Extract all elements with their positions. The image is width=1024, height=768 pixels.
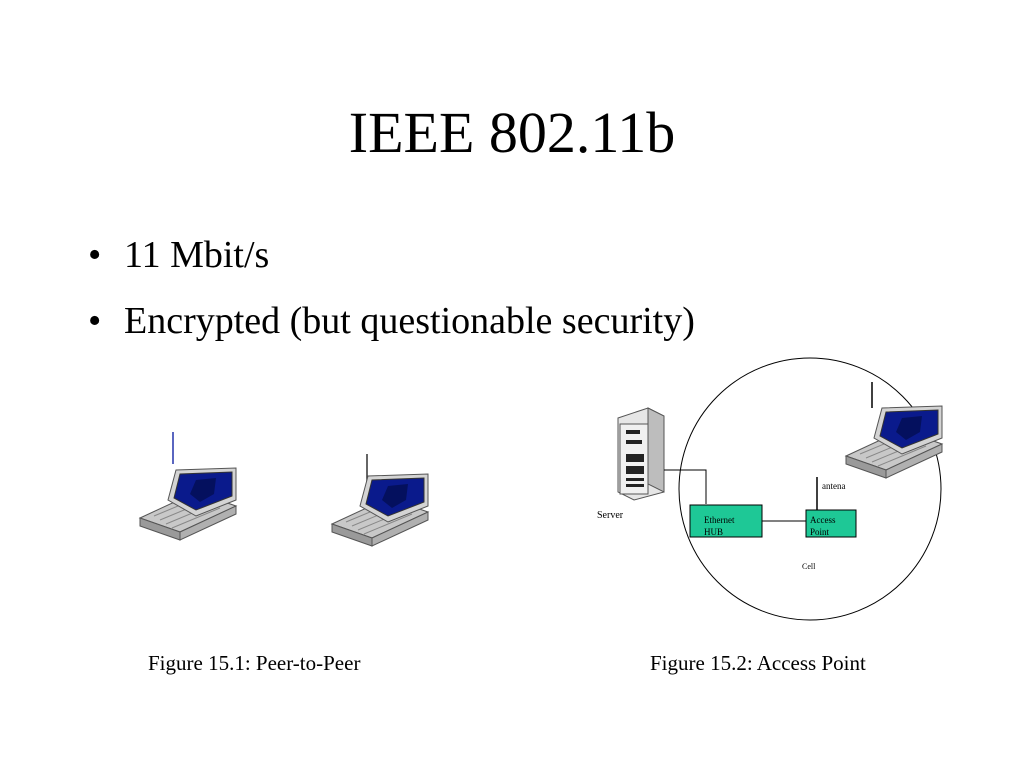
wireless-laptop bbox=[845, 382, 943, 479]
bullet-item: • 11 Mbit/s bbox=[88, 232, 695, 278]
bullet-dot: • bbox=[88, 234, 102, 276]
bullet-item: • Encrypted (but questionable security) bbox=[88, 298, 695, 344]
access-point bbox=[805, 509, 857, 538]
figure-caption-peer-to-peer: Figure 15.1: Peer-to-Peer bbox=[148, 651, 361, 675]
server-hub-link bbox=[664, 469, 707, 504]
server-icon bbox=[617, 407, 665, 501]
slide-title: IEEE 802.11b bbox=[348, 100, 676, 165]
peer-laptop-2 bbox=[331, 454, 429, 547]
cell-label: Cell bbox=[802, 562, 816, 571]
antena-label: antena bbox=[822, 481, 845, 491]
bullet-dot: • bbox=[88, 300, 102, 342]
ap-label-line2: Point bbox=[810, 527, 830, 537]
peer-laptop-1 bbox=[139, 432, 237, 541]
hub-label-line1: Ethernet bbox=[704, 515, 735, 525]
ethernet-hub bbox=[689, 504, 763, 538]
figure-caption-access-point: Figure 15.2: Access Point bbox=[650, 651, 866, 675]
hub-label-line2: HUB bbox=[704, 527, 723, 537]
bullet-text: 11 Mbit/s bbox=[124, 234, 270, 276]
bullet-list: • 11 Mbit/s • Encrypted (but questionable … bbox=[88, 232, 695, 364]
server-label: Server bbox=[597, 510, 624, 521]
bullet-text: Encrypted (but questionable security) bbox=[124, 300, 695, 342]
cell-boundary bbox=[678, 357, 942, 621]
ap-label-line1: Access bbox=[810, 515, 836, 525]
